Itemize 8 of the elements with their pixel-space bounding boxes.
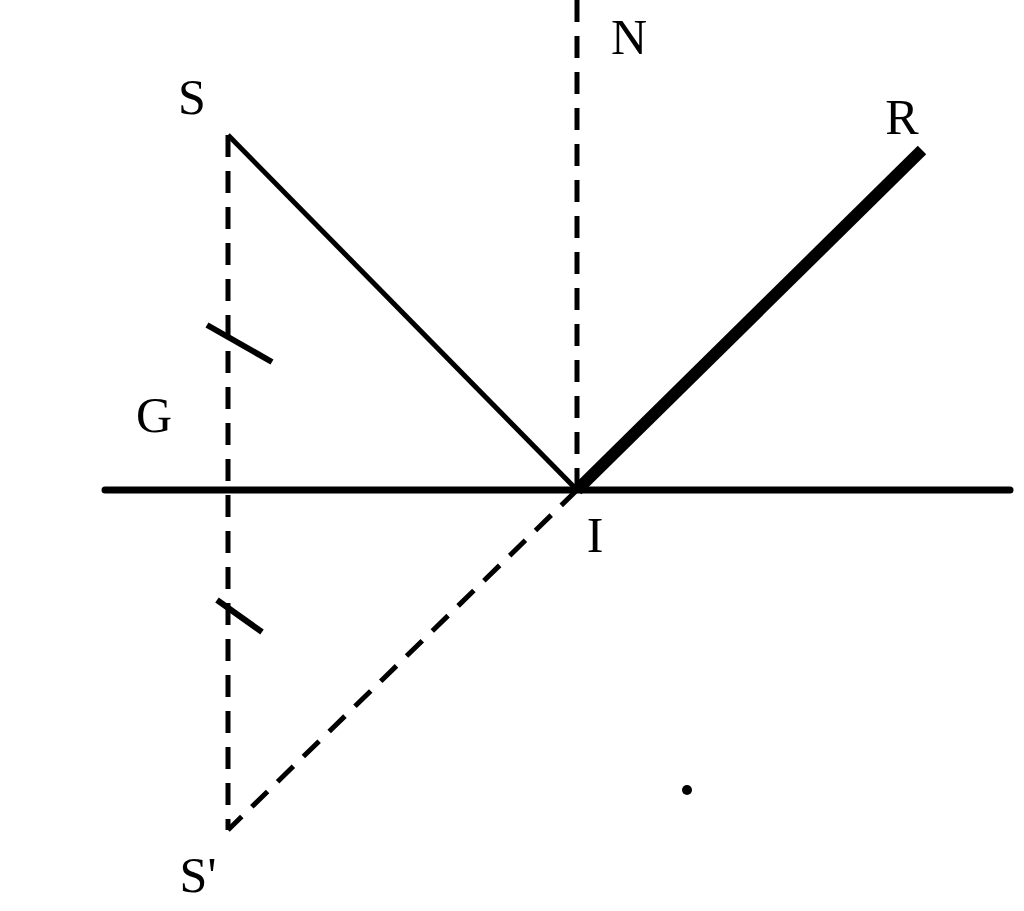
- point-label: S: [178, 72, 206, 122]
- point-label: I: [586, 510, 604, 560]
- mirror-label: G: [136, 390, 173, 440]
- dashed-line: [225, 135, 231, 830]
- point-label: R: [885, 92, 919, 142]
- point-label: S': [179, 850, 217, 900]
- point-label: N: [610, 12, 647, 62]
- ray-line: [572, 145, 927, 495]
